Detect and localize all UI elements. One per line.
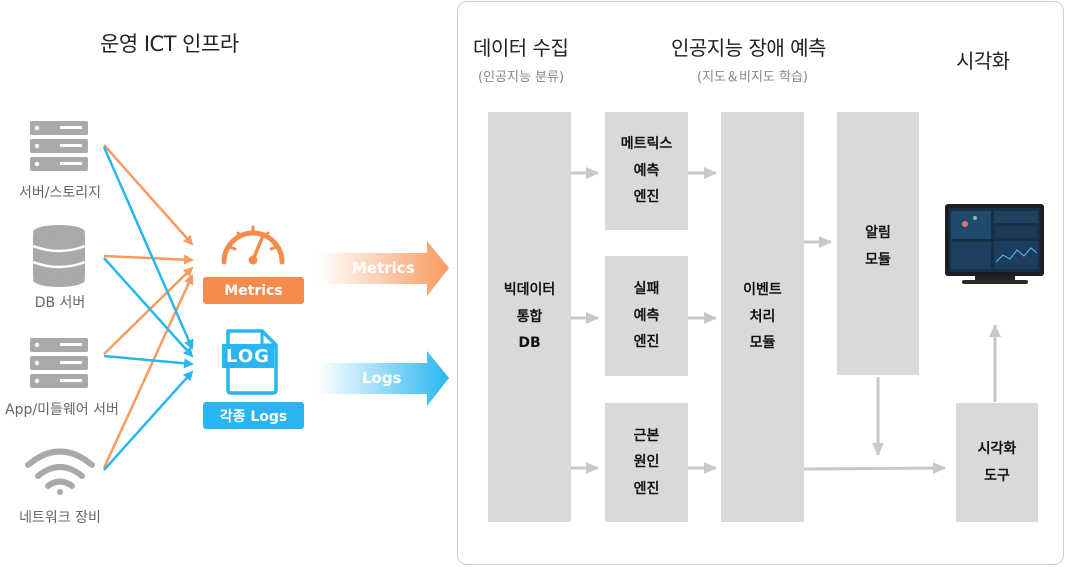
prediction-subtitle: (지도＆비지도 학습) xyxy=(697,70,808,85)
logs-arrows xyxy=(102,146,194,471)
gauge-icon xyxy=(221,225,285,265)
failure-engine-box: 실패 예측 엔진 xyxy=(605,256,688,376)
log-file-icon xyxy=(222,329,278,395)
collection-subtitle: (인공지능 분류) xyxy=(478,70,565,85)
log-icon-text: LOG xyxy=(226,345,270,367)
metrics-arrows xyxy=(102,144,194,469)
visualization-tool-box: 시각화 도구 xyxy=(956,403,1038,522)
monitor-icon xyxy=(945,204,1044,284)
logs-flow-label: Logs xyxy=(362,369,402,387)
wifi-icon xyxy=(25,448,95,495)
collection-title: 데이터 수집 xyxy=(473,36,569,60)
bigdata-db-box: 빅데이터 통합 DB xyxy=(488,112,571,522)
event-module-box: 이벤트 처리 모듈 xyxy=(721,112,804,522)
server-icon xyxy=(30,338,88,388)
metrics-flow-label: Metrics xyxy=(352,259,415,277)
source-label-server: 서버/스토리지 xyxy=(19,185,101,201)
process-arrows xyxy=(571,167,1001,475)
process-panel xyxy=(457,1,1064,565)
source-label-app: App/미들웨어 서버 xyxy=(5,402,119,418)
metrics-badge: Metrics xyxy=(203,277,304,304)
server-icon xyxy=(30,121,88,171)
alarm-module-box: 알림 모듈 xyxy=(837,112,919,375)
root-cause-engine-box: 근본 원인 엔진 xyxy=(605,403,688,522)
metrics-flow-arrow xyxy=(318,241,449,296)
source-label-db: DB 서버 xyxy=(34,295,86,311)
metrics-engine-box: 메트릭스 예측 엔진 xyxy=(605,112,688,230)
database-icon xyxy=(32,225,86,287)
logs-badge: 각종 Logs xyxy=(203,402,304,429)
visualization-title: 시각화 xyxy=(956,49,1010,73)
source-label-network: 네트워크 장비 xyxy=(19,510,101,526)
logs-flow-arrow xyxy=(318,351,449,406)
prediction-title: 인공지능 장애 예측 xyxy=(671,36,826,60)
infra-title: 운영 ICT 인프라 xyxy=(100,32,239,56)
